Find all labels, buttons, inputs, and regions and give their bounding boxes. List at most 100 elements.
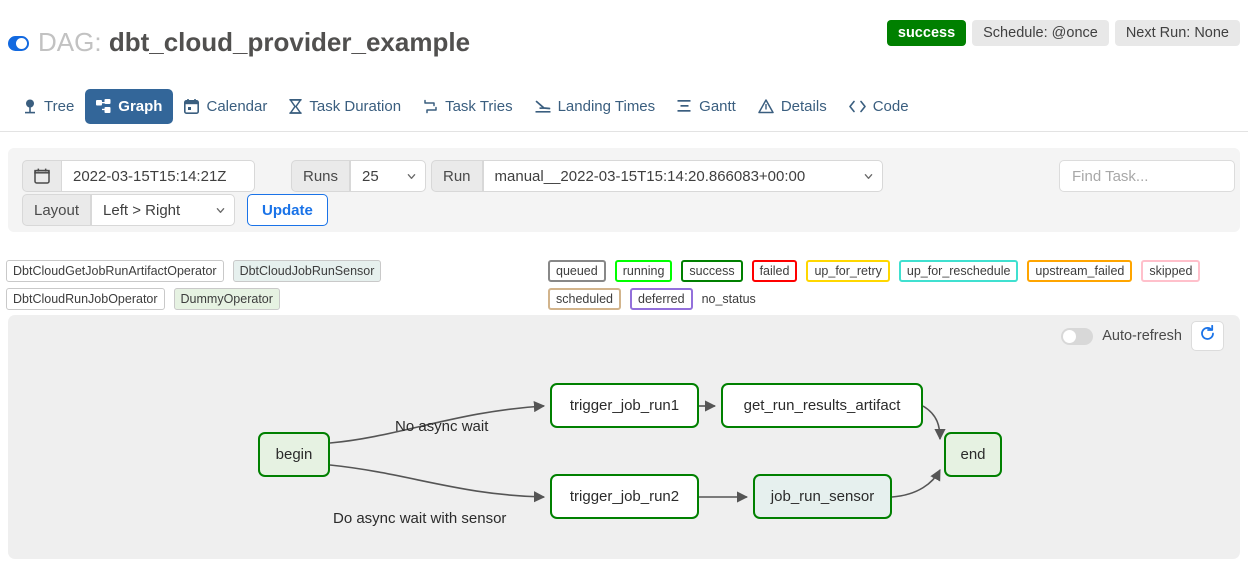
operator-chip[interactable]: DbtCloudJobRunSensor xyxy=(232,260,382,282)
tab-gantt[interactable]: Gantt xyxy=(666,89,747,124)
node-label: job_run_sensor xyxy=(770,488,875,505)
tab-code[interactable]: Code xyxy=(838,89,920,124)
graph-icon xyxy=(96,98,111,114)
execution-date-group: 2022-03-15T15:14:21Z xyxy=(22,160,255,192)
runs-label: Runs xyxy=(291,160,351,192)
landing-icon xyxy=(535,99,551,114)
status-chip-row: queued running success failed up_for_ret… xyxy=(548,260,1248,310)
warning-triangle-icon xyxy=(758,98,774,114)
auto-refresh-label: Auto-refresh xyxy=(1102,328,1182,344)
edge-label-no-async-wait: No async wait xyxy=(395,418,489,435)
status-chip-queued[interactable]: queued xyxy=(548,260,606,282)
toggle-knob xyxy=(1063,329,1077,343)
tab-details[interactable]: Details xyxy=(747,89,838,124)
runs-group: Runs 25 xyxy=(291,160,427,192)
code-icon xyxy=(848,100,866,113)
nav-tabbar: Tree Graph Calendar Task Duration Task T xyxy=(0,80,1248,204)
header-badges: success Schedule: @once Next Run: None xyxy=(886,20,1240,46)
operator-chip[interactable]: DbtCloudGetJobRunArtifactOperator xyxy=(6,260,224,282)
auto-refresh-toggle[interactable] xyxy=(1061,327,1094,345)
tab-label: Gantt xyxy=(699,97,736,115)
graph-node-get-run-results-artifact[interactable]: get_run_results_artifact xyxy=(721,383,923,428)
auto-refresh-controls: Auto-refresh xyxy=(1061,321,1224,351)
run-label: Run xyxy=(431,160,483,192)
retry-icon xyxy=(423,99,438,114)
tree-icon xyxy=(23,99,37,114)
node-label: end xyxy=(960,446,986,463)
hourglass-icon xyxy=(289,98,303,114)
chevron-down-icon xyxy=(407,173,416,179)
status-chip-skipped[interactable]: skipped xyxy=(1141,260,1201,282)
tab-landing-times[interactable]: Landing Times xyxy=(524,89,667,124)
run-group: Run manual__2022-03-15T15:14:20.866083+0… xyxy=(431,160,883,192)
graph-edges xyxy=(329,400,946,503)
refresh-icon xyxy=(1199,324,1216,347)
run-select[interactable]: manual__2022-03-15T15:14:20.866083+00:00 xyxy=(482,160,883,192)
status-chip-upstream-failed[interactable]: upstream_failed xyxy=(1027,260,1133,282)
status-chip-up-for-reschedule[interactable]: up_for_reschedule xyxy=(898,260,1019,282)
operator-legend: DbtCloudGetJobRunArtifactOperator DbtClo… xyxy=(6,260,546,310)
status-chip-no-status[interactable]: no_status xyxy=(701,292,756,306)
calendar-icon xyxy=(34,168,50,184)
status-chip-scheduled[interactable]: scheduled xyxy=(548,288,621,310)
tab-label: Landing Times xyxy=(557,97,656,115)
toggle-knob xyxy=(16,38,27,49)
layout-select[interactable]: Left > Right xyxy=(91,194,236,226)
tab-graph[interactable]: Graph xyxy=(85,88,174,124)
run-value: manual__2022-03-15T15:14:20.866083+00:00 xyxy=(494,167,806,185)
operator-chip[interactable]: DummyOperator xyxy=(173,288,280,310)
status-legend: queued running success failed up_for_ret… xyxy=(548,260,1248,310)
gantt-icon xyxy=(677,99,692,113)
graph-node-end[interactable]: end xyxy=(944,432,1002,477)
tab-label: Code xyxy=(872,97,909,115)
layout-group: Layout Left > Right xyxy=(22,194,236,226)
refresh-button[interactable] xyxy=(1191,321,1224,351)
update-button[interactable]: Update xyxy=(247,194,328,226)
status-badge: success xyxy=(886,20,967,46)
operator-chip-row: DbtCloudGetJobRunArtifactOperator DbtClo… xyxy=(6,260,546,310)
tab-label: Task Duration xyxy=(309,97,402,115)
dag-pause-toggle[interactable] xyxy=(8,36,29,51)
filter-panel: 2022-03-15T15:14:21Z Runs 25 Run manual_… xyxy=(8,148,1240,232)
execution-date-input[interactable]: 2022-03-15T15:14:21Z xyxy=(62,160,255,192)
dag-name: dbt_cloud_provider_example xyxy=(108,27,471,57)
graph-canvas[interactable]: Auto-refresh begin trigger_job_run1 xyxy=(8,315,1240,559)
status-chip-deferred[interactable]: deferred xyxy=(630,288,693,310)
next-run-badge[interactable]: Next Run: None xyxy=(1114,20,1240,46)
layout-value: Left > Right xyxy=(103,201,181,219)
page-title: DAG: dbt_cloud_provider_example xyxy=(38,25,470,59)
node-label: trigger_job_run1 xyxy=(569,397,680,414)
graph-node-trigger-job-run2[interactable]: trigger_job_run2 xyxy=(550,474,699,519)
tab-label: Calendar xyxy=(206,97,268,115)
dag-label: DAG: xyxy=(38,27,102,57)
tab-calendar[interactable]: Calendar xyxy=(173,89,278,124)
edge-label-do-async-wait: Do async wait with sensor xyxy=(333,510,507,527)
calendar-picker-button[interactable] xyxy=(22,160,62,192)
operator-chip[interactable]: DbtCloudRunJobOperator xyxy=(6,288,165,310)
status-chip-running[interactable]: running xyxy=(614,260,673,282)
nav-tabs: Tree Graph Calendar Task Duration Task T xyxy=(12,80,920,132)
chevron-down-icon xyxy=(864,173,872,179)
status-chip-up-for-retry[interactable]: up_for_retry xyxy=(806,260,890,282)
layout-label: Layout xyxy=(22,194,92,226)
runs-select[interactable]: 25 xyxy=(350,160,427,192)
tab-label: Tree xyxy=(44,97,75,115)
page-header: DAG: dbt_cloud_provider_example success … xyxy=(0,0,1248,70)
chevron-down-icon xyxy=(216,207,225,213)
schedule-badge[interactable]: Schedule: @once xyxy=(972,20,1109,46)
node-label: trigger_job_run2 xyxy=(569,488,680,505)
tab-task-duration[interactable]: Task Duration xyxy=(278,89,412,124)
status-chip-failed[interactable]: failed xyxy=(751,260,798,282)
tab-tree[interactable]: Tree xyxy=(12,89,85,124)
node-label: get_run_results_artifact xyxy=(743,397,901,414)
runs-value: 25 xyxy=(362,167,379,185)
graph-node-begin[interactable]: begin xyxy=(258,432,330,477)
tab-label: Graph xyxy=(118,97,163,115)
graph-node-trigger-job-run1[interactable]: trigger_job_run1 xyxy=(550,383,699,428)
graph-node-job-run-sensor[interactable]: job_run_sensor xyxy=(753,474,892,519)
tab-label: Task Tries xyxy=(445,97,513,115)
calendar-icon xyxy=(184,98,200,114)
tab-task-tries[interactable]: Task Tries xyxy=(412,89,524,124)
find-task-input[interactable]: Find Task... xyxy=(1059,160,1235,192)
status-chip-success[interactable]: success xyxy=(681,260,743,282)
